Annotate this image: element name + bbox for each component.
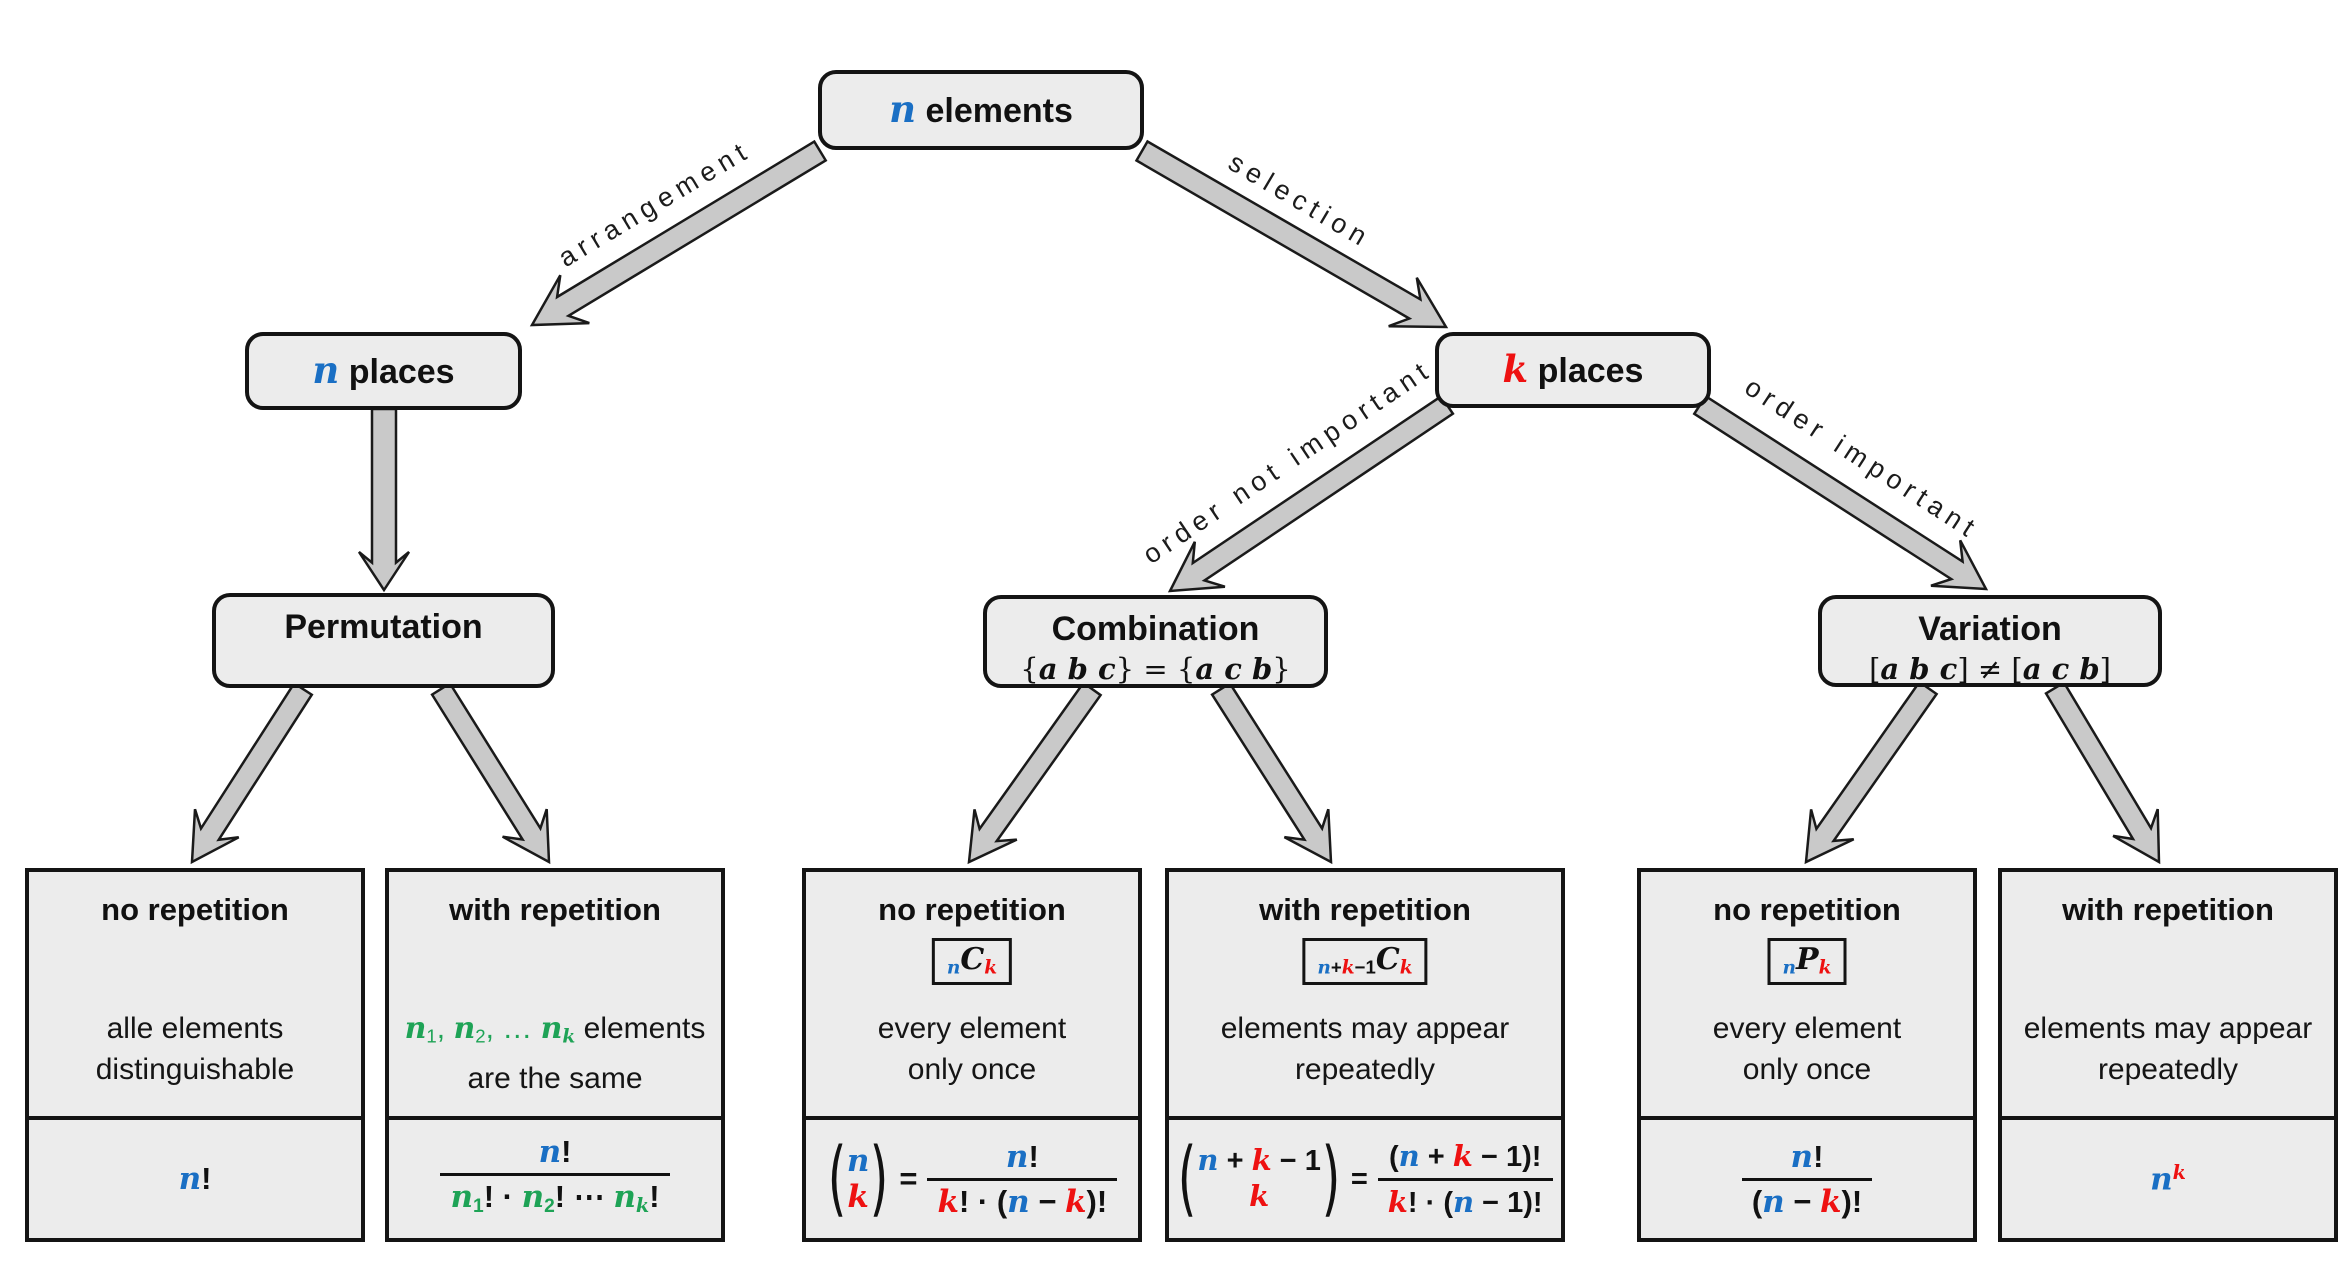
node-k-places: k places [1435, 332, 1711, 408]
node-permutation: Permutation [212, 593, 555, 688]
leaf-combination-with-repetition: with repetition n+k−1Ck elements may app… [1165, 868, 1565, 1242]
leaf-description: every element only once [877, 1012, 1067, 1086]
leaf-description: every element only once [1712, 1012, 1902, 1086]
node-subtitle: [a b c] ≠ [a c b] [1869, 652, 2111, 686]
arrow-combination-to-leaf3 [967, 681, 1103, 865]
node-subtitle: {a b c} = {a c b} [1020, 652, 1291, 686]
arrow-k-places-to-combination [1167, 394, 1455, 593]
node-combination: Combination {a b c} = {a c b} [983, 595, 1328, 688]
leaf-description: alle elements distinguishable [95, 1012, 295, 1086]
leaf-description: n1, n2, … nk elements are the same [404, 1011, 706, 1095]
left-paren: ( [1178, 1131, 1197, 1226]
node-title: k places [1502, 347, 1644, 391]
node-n-elements: n elements [818, 70, 1144, 150]
node-variation: Variation [a b c] ≠ [a c b] [1818, 595, 2162, 687]
formula-symbol-badge: nCk [931, 938, 1013, 985]
arrow-k-places-to-variation [1692, 394, 1989, 591]
leaf-formula: ( n k ) = n! k! · (n − k)! [806, 1116, 1138, 1238]
leaf-title: no repetition [1713, 892, 1901, 927]
leaf-formula: n! [29, 1116, 361, 1238]
leaf-title: with repetition [2062, 892, 2274, 927]
leaf-description: elements may appear repeatedly [1220, 1012, 1510, 1086]
right-paren: ) [1321, 1131, 1341, 1226]
leaf-formula: n! (n − k)! [1641, 1116, 1973, 1238]
node-n-places: n places [245, 332, 522, 410]
leaf-title: no repetition [101, 892, 289, 927]
arrow-permutation-to-leaf1 [190, 681, 314, 865]
leaf-formula: ( n + k − 1 k ) = (n + k − 1)! k! · (n −… [1169, 1116, 1561, 1238]
leaf-variation-no-repetition: no repetition nPk every element only onc… [1637, 868, 1977, 1242]
leaf-permutation-no-repetition: no repetition alle elements distinguisha… [25, 868, 365, 1242]
arrow-variation-to-leaf5 [1804, 680, 1939, 865]
arrow-permutation-to-leaf2 [430, 681, 551, 865]
leaf-formula: n! n1! · n2! ⋯ nk! [389, 1116, 721, 1238]
left-paren: ( [827, 1131, 847, 1226]
arrow-root-to-n-places [529, 139, 828, 327]
node-title: n elements [889, 87, 1073, 131]
leaf-title: with repetition [449, 892, 661, 927]
node-title: Variation [1918, 610, 2062, 648]
formula-symbol-badge: nPk [1767, 938, 1847, 985]
arrow-n-places-to-permutation [357, 407, 411, 593]
leaf-title: with repetition [1259, 892, 1471, 927]
leaf-combination-no-repetition: no repetition nCk every element only onc… [802, 868, 1142, 1242]
arrow-combination-to-leaf4 [1210, 681, 1333, 865]
node-title: Permutation [284, 608, 483, 646]
node-title: Combination [1051, 610, 1260, 648]
right-paren: ) [870, 1131, 889, 1226]
leaf-formula: nk [2002, 1116, 2334, 1238]
arrow-root-to-k-places [1134, 139, 1449, 329]
leaf-title: no repetition [878, 892, 1066, 927]
leaf-variation-with-repetition: with repetition elements may appear repe… [1998, 868, 2338, 1242]
leaf-permutation-with-repetition: with repetition n1, n2, … nk elements ar… [385, 868, 725, 1242]
formula-symbol-badge: n+k−1Ck [1302, 938, 1428, 985]
leaf-description: elements may appear repeatedly [2023, 1012, 2313, 1086]
node-title: n places [312, 348, 455, 392]
arrow-variation-to-leaf6 [2044, 680, 2161, 865]
